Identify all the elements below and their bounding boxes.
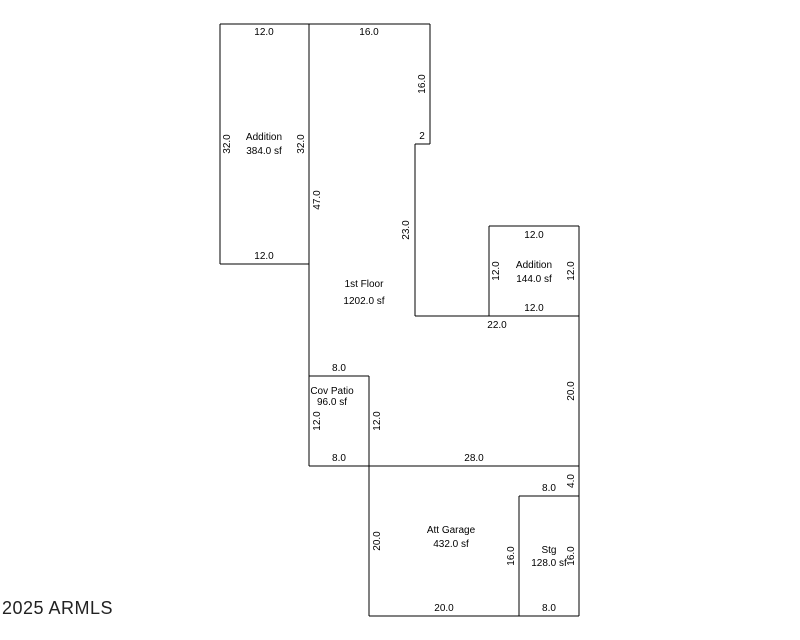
room-name-addition-right: Addition xyxy=(516,260,552,271)
plan-walls xyxy=(219,23,580,617)
copyright-watermark: 2025 ARMLS xyxy=(2,598,114,618)
room-area-storage: 128.0 sf xyxy=(531,558,567,569)
dim-addition-right-top: 12.0 xyxy=(524,230,544,241)
dim-garage-bottom: 20.0 xyxy=(434,603,454,614)
room-name-cov-patio: Cov Patio xyxy=(310,386,354,397)
dim-patio-bottom: 8.0 xyxy=(332,453,346,464)
dim-storage-right: 16.0 xyxy=(566,546,577,566)
room-name-first-floor: 1st Floor xyxy=(345,279,385,290)
room-area-addition-right: 144.0 sf xyxy=(516,274,552,285)
room-area-att-garage: 432.0 sf xyxy=(433,539,469,550)
dim-floor-left: 47.0 xyxy=(312,190,323,210)
room-name-storage: Stg xyxy=(541,545,556,556)
dim-addition-right-left: 12.0 xyxy=(491,261,502,281)
dim-patio-top: 8.0 xyxy=(332,363,346,374)
dim-garage-left: 20.0 xyxy=(372,531,383,551)
dim-addition-left-bottom: 12.0 xyxy=(254,251,274,262)
dim-patio-right: 12.0 xyxy=(372,411,383,431)
dim-floor-bottom-mid: 22.0 xyxy=(487,320,507,331)
dim-storage-bottom: 8.0 xyxy=(542,603,556,614)
dim-addition-right-right: 12.0 xyxy=(566,261,577,281)
dim-patio-left: 12.0 xyxy=(312,411,323,431)
room-area-addition-left: 384.0 sf xyxy=(246,146,282,157)
dim-garage-top: 28.0 xyxy=(464,453,484,464)
dim-floor-right-mid: 23.0 xyxy=(401,220,412,240)
dim-addition-left-right: 32.0 xyxy=(296,134,307,154)
dim-storage-left: 16.0 xyxy=(506,546,517,566)
dim-storage-right-top: 4.0 xyxy=(566,474,577,488)
dim-addition-left-left: 32.0 xyxy=(222,134,233,154)
dim-floor-right-lower: 20.0 xyxy=(566,381,577,401)
dim-floor-right-upper: 16.0 xyxy=(417,74,428,94)
room-name-addition-left: Addition xyxy=(246,132,282,143)
dim-storage-top: 8.0 xyxy=(542,483,556,494)
room-name-att-garage: Att Garage xyxy=(427,525,476,536)
dim-floor-top: 16.0 xyxy=(359,27,379,38)
dimension-labels-vertical: 32.0 32.0 16.0 47.0 23.0 12.0 12.0 20.0 … xyxy=(222,74,577,566)
dim-floor-notch: 2 xyxy=(419,131,425,142)
dimension-labels-horizontal: 12.0 16.0 2 12.0 12.0 12.0 22.0 8.0 8.0 … xyxy=(254,27,556,614)
dim-addition-right-bottom: 12.0 xyxy=(524,303,544,314)
room-labels: Addition 384.0 sf 1st Floor 1202.0 sf Ad… xyxy=(246,132,567,569)
room-area-first-floor: 1202.0 sf xyxy=(343,296,384,307)
dim-addition-left-top: 12.0 xyxy=(254,27,274,38)
room-area-cov-patio: 96.0 sf xyxy=(317,397,347,408)
